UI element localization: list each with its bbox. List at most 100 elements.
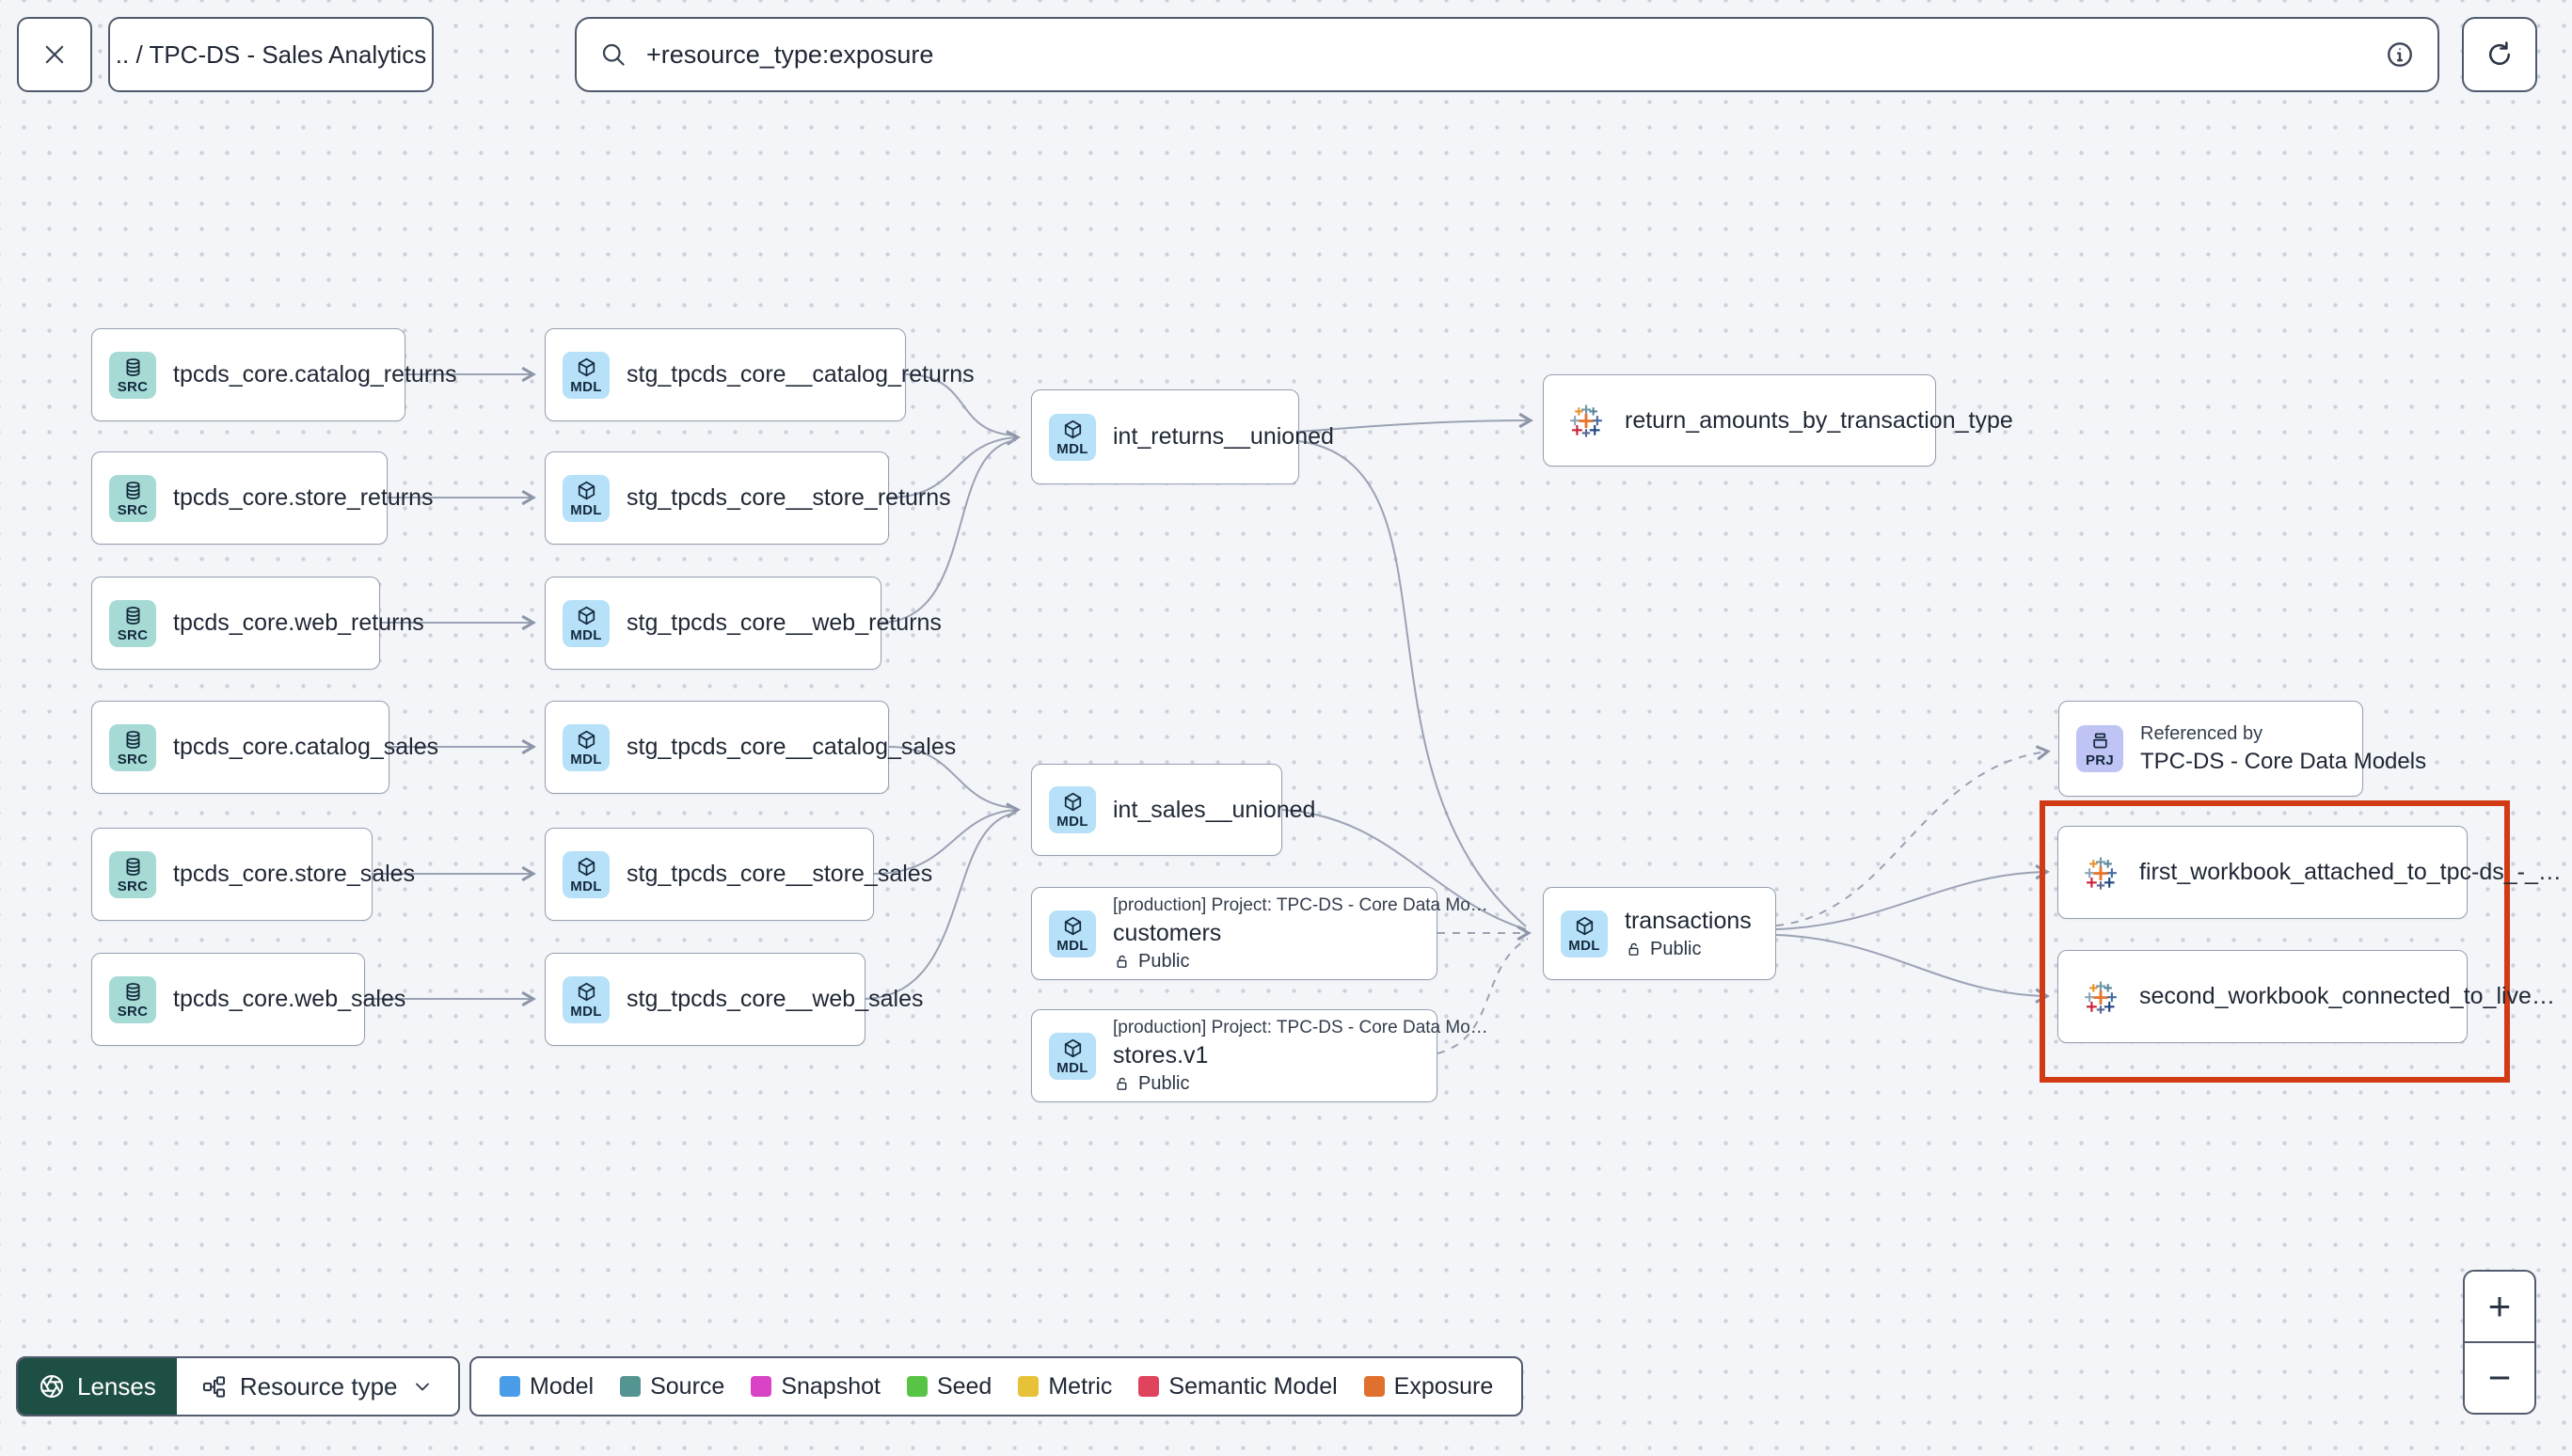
model-badge: MDL xyxy=(1049,413,1096,461)
model-swatch xyxy=(500,1376,520,1397)
model-name: customers xyxy=(1113,919,1222,946)
archive-icon xyxy=(2089,730,2111,752)
semantic-model-swatch xyxy=(1138,1376,1160,1397)
project-label: [production] Project: TPC-DS - Core Data… xyxy=(1113,894,1488,915)
legend-item-semantic-model: Semantic Model xyxy=(1138,1373,1338,1401)
source-badge: SRC xyxy=(109,351,156,399)
lenses-toolbar: Lenses Resource type xyxy=(16,1356,460,1416)
model-badge: MDL xyxy=(563,474,610,522)
cube-icon xyxy=(1062,915,1084,937)
resource-type-dropdown[interactable]: Resource type xyxy=(177,1358,458,1415)
aperture-icon xyxy=(39,1373,65,1400)
legend-item-exposure: Exposure xyxy=(1363,1373,1493,1401)
project-label: [production] Project: TPC-DS - Core Data… xyxy=(1113,1017,1488,1037)
search-input[interactable] xyxy=(644,39,2368,71)
access-badge: Public xyxy=(1113,1073,1420,1095)
node-int-returns-unioned[interactable]: MDL int_returns__unioned xyxy=(1031,389,1334,484)
source-badge: SRC xyxy=(109,474,156,522)
node-source-web-sales[interactable]: SRC tpcds_core.web_sales xyxy=(91,953,405,1046)
node-public-customers[interactable]: MDL [production] Project: TPC-DS - Core … xyxy=(1031,887,1488,980)
info-icon[interactable] xyxy=(2385,40,2415,70)
node-transactions[interactable]: MDL transactions Public xyxy=(1543,887,1776,980)
model-badge: MDL xyxy=(1049,1032,1096,1080)
cube-icon xyxy=(576,856,597,878)
legend-item-metric: Metric xyxy=(1018,1373,1112,1401)
node-source-catalog-sales[interactable]: SRC tpcds_core.catalog_sales xyxy=(91,701,438,794)
zoom-in-button[interactable]: + xyxy=(2487,1284,2512,1328)
database-icon xyxy=(122,981,144,1003)
lenses-button[interactable]: Lenses xyxy=(18,1358,177,1415)
cube-icon xyxy=(576,605,597,626)
breadcrumb[interactable]: .. / TPC-DS - Sales Analytics xyxy=(108,17,434,92)
cube-icon xyxy=(576,981,597,1003)
legend-item-source: Source xyxy=(620,1373,724,1401)
node-referenced-by-project[interactable]: PRJ Referenced by TPC-DS - Core Data Mod… xyxy=(2058,701,2427,797)
source-badge: SRC xyxy=(109,599,156,647)
legend-item-snapshot: Snapshot xyxy=(751,1373,881,1401)
lock-open-icon xyxy=(1113,1075,1131,1093)
node-exposure-return-amounts[interactable]: return_amounts_by_transaction_type xyxy=(1543,374,2013,467)
source-badge: SRC xyxy=(109,850,156,898)
lenses-label: Lenses xyxy=(77,1371,156,1401)
refresh-button[interactable] xyxy=(2462,17,2537,92)
model-badge: MDL xyxy=(563,351,610,399)
breadcrumb-label: .. / TPC-DS - Sales Analytics xyxy=(115,40,427,69)
close-icon xyxy=(47,47,62,62)
cube-icon xyxy=(576,480,597,501)
snapshot-swatch xyxy=(751,1376,772,1397)
chevron-down-icon xyxy=(411,1375,434,1398)
model-badge: MDL xyxy=(563,975,610,1023)
model-badge: MDL xyxy=(1561,910,1608,957)
database-icon xyxy=(122,356,144,378)
node-stg-store-sales[interactable]: MDL stg_tpcds_core__store_sales xyxy=(545,828,932,921)
node-int-sales-unioned[interactable]: MDL int_sales__unioned xyxy=(1031,764,1315,856)
database-icon xyxy=(122,729,144,751)
cube-icon xyxy=(1574,915,1596,937)
model-name: stores.v1 xyxy=(1113,1041,1209,1068)
metric-swatch xyxy=(1018,1376,1040,1397)
model-badge: MDL xyxy=(563,850,610,898)
node-source-store-sales[interactable]: SRC tpcds_core.store_sales xyxy=(91,828,415,921)
database-icon xyxy=(122,480,144,501)
access-badge: Public xyxy=(1113,951,1420,973)
legend-item-model: Model xyxy=(500,1373,594,1401)
model-badge: MDL xyxy=(1049,786,1096,833)
seed-swatch xyxy=(906,1376,928,1397)
model-badge: MDL xyxy=(1049,910,1096,957)
zoom-out-button[interactable]: − xyxy=(2465,1341,2534,1413)
zoom-controls: + − xyxy=(2463,1270,2536,1415)
node-stg-catalog-sales[interactable]: MDL stg_tpcds_core__catalog_sales xyxy=(545,701,956,794)
node-stg-store-returns[interactable]: MDL stg_tpcds_core__store_returns xyxy=(545,451,951,545)
resource-type-legend: Model Source Snapshot Seed Metric Semant… xyxy=(469,1356,1524,1416)
node-exposure-second-workbook[interactable]: second_workbook_connected_to_live… xyxy=(2057,950,2555,1043)
database-icon xyxy=(122,605,144,626)
tableau-icon xyxy=(1564,399,1608,442)
access-badge: Public xyxy=(1625,939,1752,960)
lock-open-icon xyxy=(1625,941,1643,958)
node-source-catalog-returns[interactable]: SRC tpcds_core.catalog_returns xyxy=(91,328,457,421)
node-public-stores-v1[interactable]: MDL [production] Project: TPC-DS - Core … xyxy=(1031,1009,1488,1102)
source-badge: SRC xyxy=(109,975,156,1023)
node-source-web-returns[interactable]: SRC tpcds_core.web_returns xyxy=(91,577,424,670)
search-bar[interactable] xyxy=(575,17,2439,92)
resource-type-label: Resource type xyxy=(239,1371,398,1401)
refresh-icon xyxy=(2490,43,2509,64)
node-stg-web-sales[interactable]: MDL stg_tpcds_core__web_sales xyxy=(545,953,923,1046)
node-stg-catalog-returns[interactable]: MDL stg_tpcds_core__catalog_returns xyxy=(545,328,975,421)
model-badge: MDL xyxy=(563,599,610,647)
node-exposure-first-workbook[interactable]: first_workbook_attached_to_tpc-ds_-_… xyxy=(2057,826,2562,919)
lock-open-icon xyxy=(1113,953,1131,971)
source-swatch xyxy=(620,1376,642,1397)
model-name: transactions xyxy=(1625,907,1752,934)
close-button[interactable] xyxy=(17,17,92,92)
tableau-icon xyxy=(2079,975,2122,1019)
cube-icon xyxy=(1062,1037,1084,1059)
node-stg-web-returns[interactable]: MDL stg_tpcds_core__web_returns xyxy=(545,577,942,670)
search-icon xyxy=(599,40,627,69)
node-source-store-returns[interactable]: SRC tpcds_core.store_returns xyxy=(91,451,434,545)
exposure-swatch xyxy=(1363,1376,1385,1397)
cube-icon xyxy=(1062,419,1084,440)
referenced-by-name: TPC-DS - Core Data Models xyxy=(2140,748,2427,774)
source-badge: SRC xyxy=(109,723,156,771)
